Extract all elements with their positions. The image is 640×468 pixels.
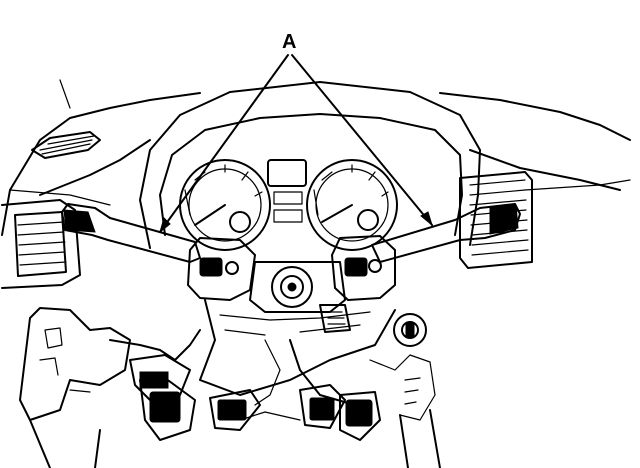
- dashboard-outline: [1, 79, 631, 236]
- left-side-air-vent: [1, 199, 81, 289]
- callout-leader-lines: [159, 54, 433, 234]
- ignition-key-cylinder: [393, 313, 427, 347]
- left-combination-switch-lever: [61, 203, 201, 263]
- wiring-harness-connectors: [109, 329, 441, 468]
- instrument-cluster-hood: [139, 81, 481, 249]
- right-combination-switch-lever: [371, 203, 521, 263]
- speedometer-gauge: [179, 159, 271, 251]
- callout-label-a: A: [282, 31, 296, 53]
- combination-switch-housing-right: [331, 209, 396, 301]
- combination-switch-housing-left: [187, 211, 256, 301]
- left-lower-panel: [19, 307, 131, 468]
- steering-column-lower-assembly: [199, 299, 396, 396]
- left-upper-air-vent: [31, 131, 101, 159]
- center-display: [267, 159, 307, 223]
- tachometer-gauge: [306, 159, 398, 251]
